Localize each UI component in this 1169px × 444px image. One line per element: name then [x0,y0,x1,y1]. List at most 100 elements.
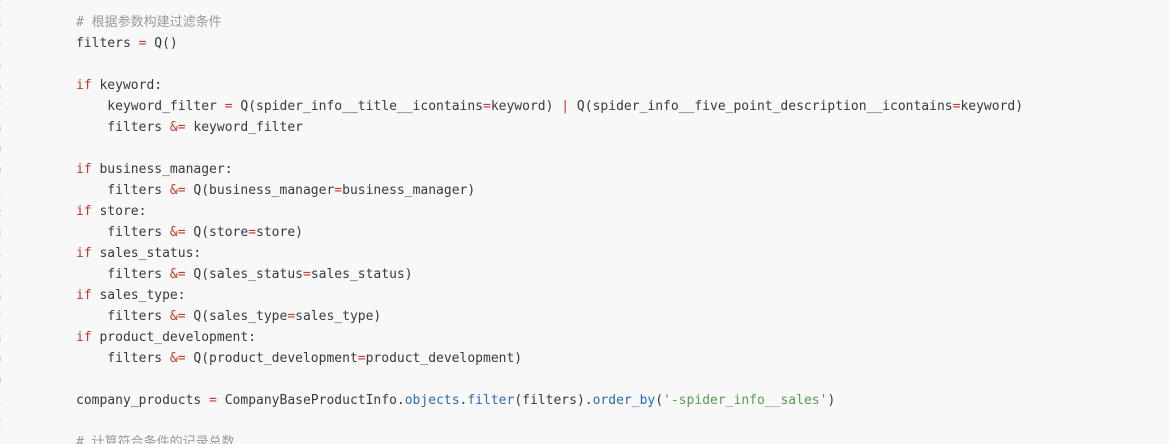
code-token: '-spider_info__sales' [663,393,828,408]
code-token: keyword_filter [185,120,303,135]
line-number: 1 [0,185,5,198]
code-token: &= [169,351,186,366]
code-token: (filters). [514,393,593,408]
line-number: 4 [0,38,5,51]
code-token: business_manager) [342,183,476,198]
code-token: &= [169,309,186,324]
code-token: Q(spider_info__five_point_description__i… [569,99,953,114]
code-token: Q(sales_type [185,309,288,324]
code-token: filters [76,225,170,240]
code-token: = [138,36,147,51]
line-number: 0 [0,374,5,387]
code-line: filters &= keyword_filter [76,119,303,137]
code-token: if [76,288,92,303]
code-token: objects [404,393,460,408]
code-token: order_by [592,393,656,408]
code-token: = [357,351,366,366]
code-line: filters &= Q(store=store) [76,224,303,242]
line-number: 2 [0,416,5,429]
code-line: keyword_filter = Q(spider_info__title__i… [76,98,1023,116]
code-line: if product_development: [76,329,256,347]
line-number: 2 [0,206,5,219]
line-number-gutter: 234567890123456789012 [0,0,10,444]
code-token: store) [256,225,303,240]
line-number: 6 [0,80,5,93]
code-token: keyword) [490,99,562,114]
line-number: 8 [0,122,5,135]
code-token: sales_type) [295,309,382,324]
code-token: filters [76,351,170,366]
code-line: if sales_type: [76,287,186,305]
line-number: 3 [0,227,5,240]
code-line: if store: [76,203,146,221]
code-token: ( [655,393,664,408]
line-number: 5 [0,269,5,282]
line-number: 7 [0,311,5,324]
line-number: 3 [0,17,5,30]
code-line: company_products = CompanyBaseProductInf… [76,392,835,410]
code-token: = [224,99,233,114]
code-line: if sales_status: [76,245,201,263]
code-token: if [76,204,92,219]
code-token: sales_status: [91,246,202,261]
code-token: if [76,162,92,177]
line-number: 8 [0,332,5,345]
code-token: ) [827,393,836,408]
code-token: &= [169,225,186,240]
code-token: . [459,393,468,408]
code-token: &= [169,267,186,282]
code-token: = [248,225,257,240]
line-number: 4 [0,248,5,261]
code-token: = [334,183,343,198]
code-token: business_manager: [91,162,233,177]
code-token: sales_status) [310,267,413,282]
code-token: &= [169,183,186,198]
code-token: filters [76,183,170,198]
code-line: filters &= Q(business_manager=business_m… [76,182,475,200]
code-token: # 计算符合条件的记录总数 [76,435,235,444]
line-number: 5 [0,59,5,72]
code-line: filters = Q() [76,35,178,53]
line-number: 2 [0,0,5,9]
code-token: filters [76,267,170,282]
code-token: = [209,393,217,408]
code-token: filters [76,309,170,324]
code-line: filters &= Q(sales_status=sales_status) [76,266,413,284]
code-token: Q(product_development [185,351,358,366]
code-token: filter [467,393,515,408]
code-token: product_development: [91,330,257,345]
code-line: # 根据参数构建过滤条件 [76,14,222,32]
code-token: Q(business_manager [185,183,335,198]
line-number: 1 [0,395,5,408]
code-token: filters [76,120,170,135]
line-number: 9 [0,143,5,156]
code-token: company_products [76,393,210,408]
code-token: if [76,330,92,345]
code-line: filters &= Q(product_development=product… [76,350,522,368]
code-line: filters &= Q(sales_type=sales_type) [76,308,381,326]
code-token: product_development) [365,351,523,366]
code-token: &= [169,120,186,135]
code-token: | [561,99,570,114]
code-token: sales_type: [91,288,186,303]
code-token: # 根据参数构建过滤条件 [76,15,222,30]
code-token: Q() [146,36,178,51]
code-token: = [302,267,311,282]
code-token: filters [76,36,139,51]
code-token: CompanyBaseProductInfo. [216,393,405,408]
code-token: Q(store [185,225,249,240]
code-token: keyword) [960,99,1024,114]
code-token: keyword_filter [76,99,225,114]
line-number: 0 [0,164,5,177]
line-number: 7 [0,101,5,114]
code-token: keyword: [91,78,163,93]
code-line: if business_manager: [76,161,233,179]
code-line: if keyword: [76,77,162,95]
code-line: # 计算符合条件的记录总数 [76,434,235,444]
code-token: store: [91,204,147,219]
line-number: 9 [0,353,5,366]
code-token: if [76,246,92,261]
code-token: = [483,99,491,114]
